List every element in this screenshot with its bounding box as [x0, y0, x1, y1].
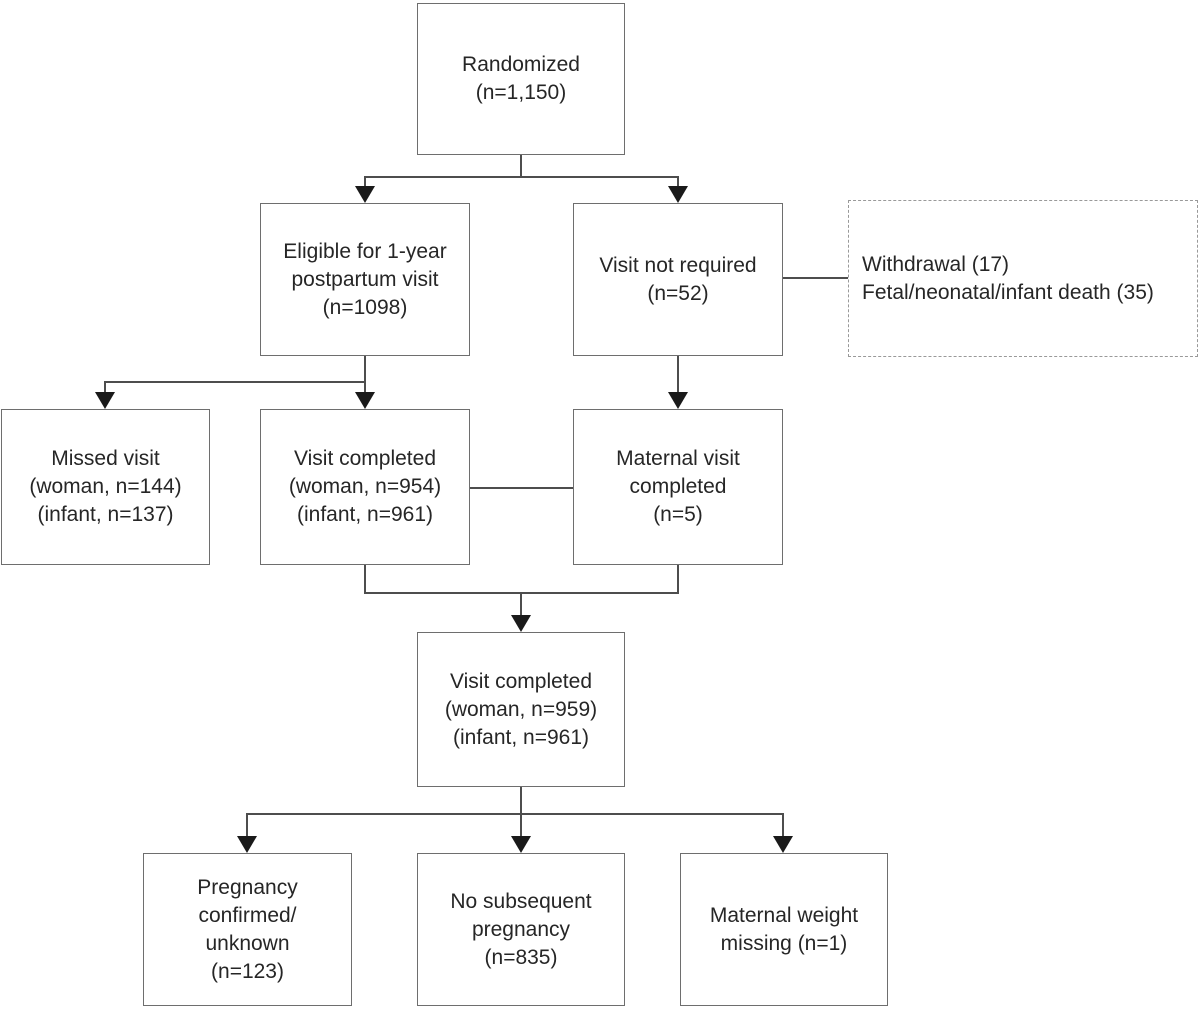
node-text-line: Withdrawal (17) [862, 252, 1010, 276]
arrowhead-icon [668, 186, 688, 203]
connector-line [677, 176, 679, 189]
arrowhead-icon [237, 836, 257, 853]
node-text-line: (woman, n=144) [29, 475, 182, 498]
node-maternal-weight-missing: Maternal weight missing (n=1) [680, 853, 888, 1006]
node-withdrawal: Withdrawal (17) Fetal/neonatal/infant de… [848, 200, 1198, 357]
connector-line [104, 381, 365, 383]
arrowhead-icon [511, 615, 531, 632]
connector-line [783, 277, 848, 279]
node-visit-completed-total: Visit completed (woman, n=959) (infant, … [417, 632, 625, 787]
node-eligible: Eligible for 1-year postpartum visit (n=… [260, 203, 470, 356]
connector-line [520, 592, 522, 617]
node-text-line: Eligible for 1-year [283, 239, 447, 263]
node-text-line: (n=835) [484, 945, 558, 969]
node-text-line: Fetal/neonatal/infant death (35) [862, 280, 1154, 304]
arrowhead-icon [511, 836, 531, 853]
node-text-line: unknown [205, 931, 290, 955]
node-text-line: (infant, n=961) [452, 725, 589, 749]
arrowhead-icon [355, 392, 375, 409]
node-text-line: (infant, n=137) [37, 503, 174, 526]
connector-line [364, 356, 366, 382]
node-randomized: Randomized (n=1,150) [417, 3, 625, 155]
node-text-line: Visit completed [449, 669, 593, 693]
node-text-line: Visit completed [293, 447, 437, 470]
connector-line [677, 356, 679, 394]
node-text-line: (n=5) [653, 503, 703, 526]
node-missed-visit: Missed visit (woman, n=144) (infant, n=1… [1, 409, 210, 565]
arrowhead-icon [355, 186, 375, 203]
node-visit-completed-arm: Visit completed (woman, n=954) (infant, … [260, 409, 470, 565]
node-text-line: No subsequent [450, 889, 592, 913]
node-text-line: (woman, n=954) [288, 475, 442, 498]
connector-line [364, 592, 679, 594]
node-text-line: postpartum visit [291, 267, 439, 291]
node-text-line: (n=123) [211, 959, 284, 983]
node-text-line: Maternal visit [616, 447, 740, 470]
node-text-line: Randomized [462, 53, 580, 76]
connector-line [246, 813, 248, 838]
connector-line [520, 813, 522, 838]
node-text-line: (woman, n=959) [444, 697, 598, 721]
node-text-line: completed [629, 475, 727, 498]
node-text-line: Missed visit [51, 447, 160, 470]
connector-line [104, 381, 106, 394]
node-text-line: (infant, n=961) [296, 503, 433, 526]
arrowhead-icon [668, 392, 688, 409]
node-text-line: (n=1,150) [475, 81, 567, 104]
connector-line [520, 155, 522, 177]
connector-line [520, 787, 522, 815]
connector-line [677, 565, 679, 594]
node-text-line: (n=52) [647, 281, 709, 305]
connector-line [470, 487, 573, 489]
connector-line [364, 176, 679, 178]
node-text-line: missing (n=1) [720, 931, 848, 955]
connector-line [364, 381, 366, 394]
node-no-subsequent-pregnancy: No subsequent pregnancy (n=835) [417, 853, 625, 1006]
connector-line [782, 813, 784, 838]
node-text-line: (n=1098) [322, 295, 408, 319]
connector-line [364, 176, 366, 189]
node-text-line: pregnancy [471, 917, 571, 941]
node-pregnancy-confirmed: Pregnancy confirmed/ unknown (n=123) [143, 853, 352, 1006]
node-text-line: Pregnancy [197, 875, 298, 899]
node-maternal-visit-completed: Maternal visit completed (n=5) [573, 409, 783, 565]
node-text-line: Maternal weight [709, 903, 859, 927]
connector-line [364, 565, 366, 594]
node-text-line: Visit not required [599, 253, 757, 277]
node-visit-not-required: Visit not required (n=52) [573, 203, 783, 356]
connector-line [246, 813, 784, 815]
node-text-line: confirmed/ [198, 903, 297, 927]
arrowhead-icon [95, 392, 115, 409]
arrowhead-icon [773, 836, 793, 853]
